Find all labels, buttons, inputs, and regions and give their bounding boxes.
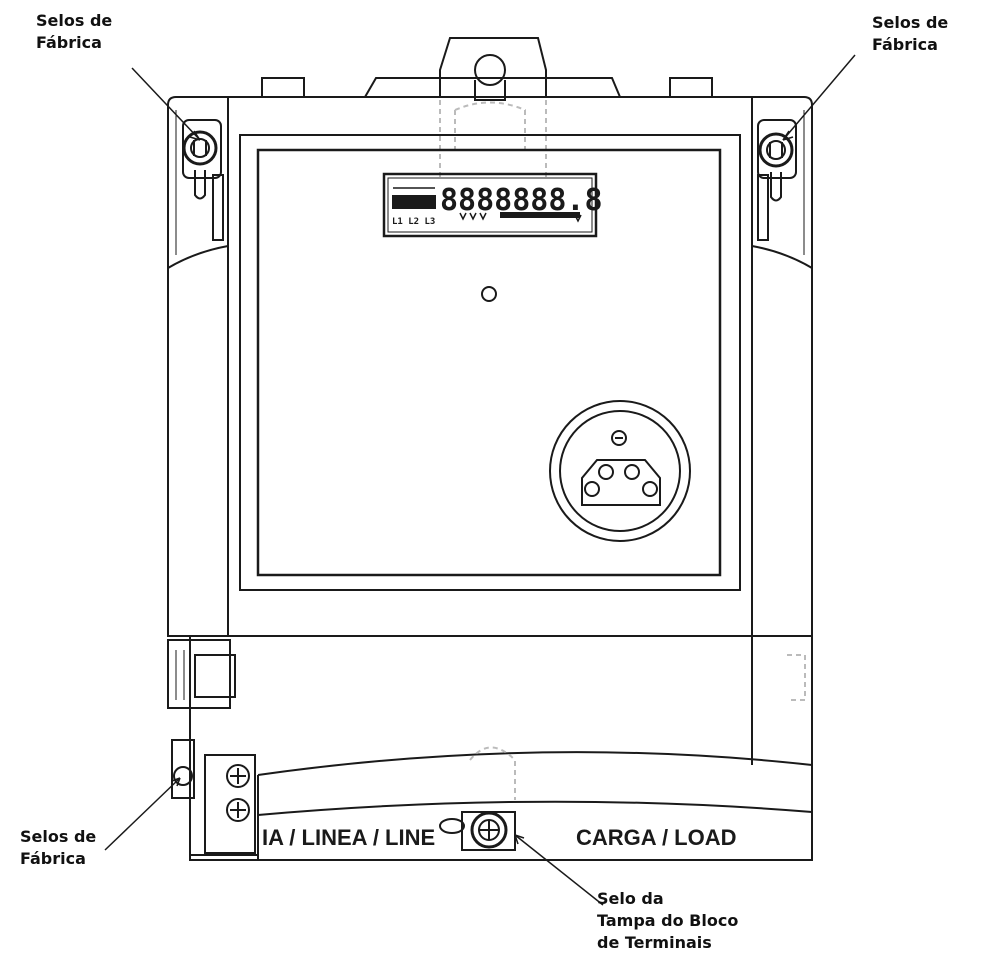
leader-lines xyxy=(104,54,856,906)
callout-line: Fábrica xyxy=(872,35,938,54)
meter-cover xyxy=(167,96,813,637)
callout-line: Selos de xyxy=(20,827,97,846)
callout-line: Selo da xyxy=(597,889,664,908)
lcd-digits: 8888888.8 xyxy=(440,183,603,218)
lcd-phase-markers: L1 L2 L3 xyxy=(392,217,435,227)
callout-terminal-cover-seal: Selo da Tampa do Bloco de Terminais xyxy=(597,888,738,954)
callout-line: Tampa do Bloco xyxy=(597,911,739,930)
lcd-display xyxy=(382,172,598,238)
test-socket xyxy=(549,400,691,542)
terminal-label-line: IA / LINEA / LINE xyxy=(262,825,435,850)
callout-line: Selos de xyxy=(872,13,949,32)
factory-seal-top-left xyxy=(182,119,224,241)
callout-factory-seals-bottom-left: Selos de Fábrica xyxy=(20,826,96,870)
callout-line: Selos de xyxy=(36,11,113,30)
leader-line-top-right xyxy=(782,54,856,141)
leader-line-bottom-left xyxy=(104,777,181,851)
terminal-label-load: CARGA / LOAD xyxy=(576,825,737,850)
callout-line: Fábrica xyxy=(20,849,86,868)
callout-line: Fábrica xyxy=(36,33,102,52)
leader-line-bottom-center xyxy=(514,834,604,906)
leader-line-top-left xyxy=(131,67,201,141)
optical-port-indicator xyxy=(481,286,497,302)
terminal-cover-seal xyxy=(439,746,516,851)
hanger-bracket xyxy=(261,37,713,180)
callout-factory-seals-top-right: Selos de Fábrica xyxy=(872,12,948,56)
terminal-block xyxy=(167,636,813,861)
callout-line: de Terminais xyxy=(597,933,712,952)
factory-seal-top-right xyxy=(757,119,797,241)
callout-factory-seals-top-left: Selos de Fábrica xyxy=(36,10,112,54)
